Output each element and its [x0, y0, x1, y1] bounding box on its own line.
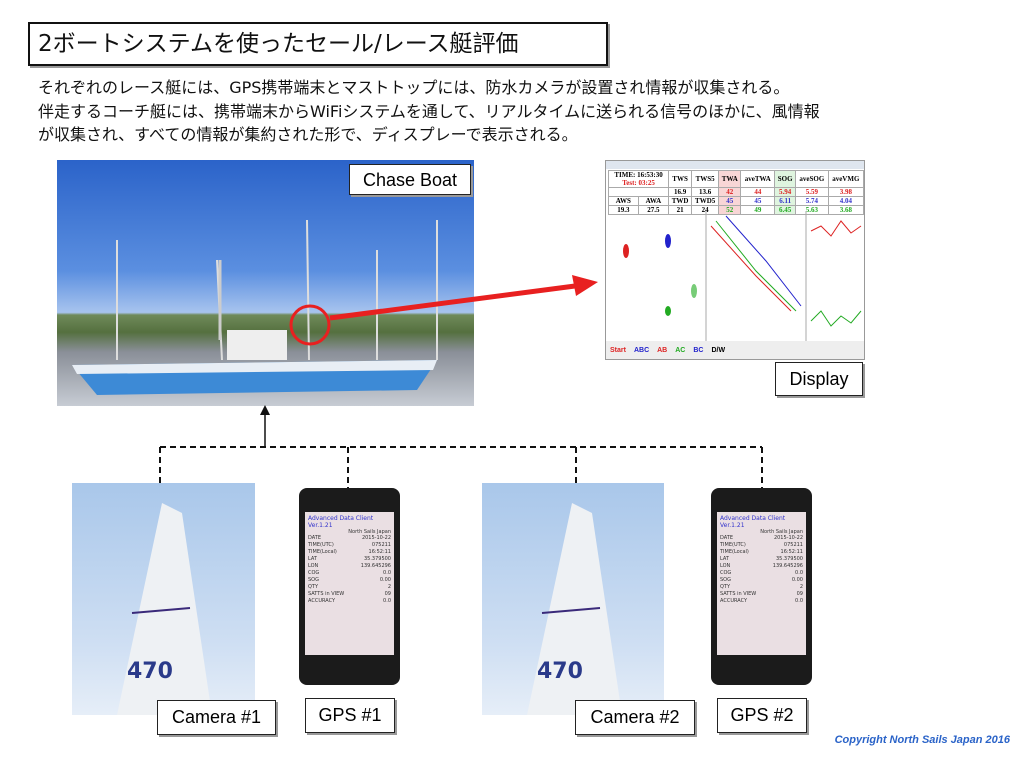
gps1-phone: Advanced Data Client Ver.1.21 North Sail… [299, 488, 400, 685]
highlight-circle [289, 304, 331, 346]
tab-abc[interactable]: ABC [633, 346, 650, 354]
tab-ac[interactable]: AC [675, 346, 686, 354]
camera1-photo: 470 [72, 483, 255, 715]
svg-text:470: 470 [537, 659, 583, 684]
gps2-phone: Advanced Data Client Ver.1.21 North Sail… [711, 488, 812, 685]
gps-row: TIME(Local)16:52:11 [308, 549, 391, 555]
svg-text:470: 470 [127, 659, 173, 684]
description-line: が収集され、すべての情報が集約された形で、ディスプレーで表示される。 [38, 125, 578, 144]
slide-title: 2ボートシステムを使ったセール/レース艇評価 [28, 22, 608, 66]
red-arrowhead [572, 275, 598, 296]
display-graphs [623, 211, 862, 341]
copyright: Copyright North Sails Japan 2016 [834, 734, 1010, 746]
gps-row: TIME(Local)16:52:11 [720, 549, 803, 555]
gps1-screen: Advanced Data Client Ver.1.21 North Sail… [305, 512, 394, 655]
camera2-photo: 470 [482, 483, 664, 715]
dashed-network [159, 446, 763, 488]
gps1-label: GPS #1 [305, 698, 395, 733]
chase-boat-label: Chase Boat [349, 164, 471, 195]
red-arrow [329, 283, 576, 321]
description-line: それぞれのレース艇には、GPS携帯端末とマストトップには、防水カメラが設置され情… [38, 78, 790, 97]
boat-illustration [72, 219, 438, 395]
tab-dw[interactable]: D/W [711, 346, 726, 354]
chase-boat-photo: Chase Boat [57, 160, 474, 406]
tab-start[interactable]: Start [610, 346, 626, 354]
tab-bc[interactable]: BC [693, 346, 704, 354]
camera2-label: Camera #2 [575, 700, 695, 735]
gps2-label: GPS #2 [717, 698, 807, 733]
description-line: 伴走するコーチ艇には、携帯端末からWiFiシステムを通して、リアルタイムに送られ… [38, 101, 820, 121]
gps2-screen: Advanced Data Client Ver.1.21 North Sail… [717, 512, 806, 655]
tab-ab[interactable]: AB [657, 346, 668, 354]
description: それぞれのレース艇には、GPS携帯端末とマストトップには、防水カメラが設置され情… [38, 76, 998, 147]
camera1-label: Camera #1 [157, 700, 276, 735]
gps-row: TIME(UTC)075211 [720, 542, 803, 548]
gps-row: TIME(UTC)075211 [308, 542, 391, 548]
display-label: Display [775, 362, 863, 396]
